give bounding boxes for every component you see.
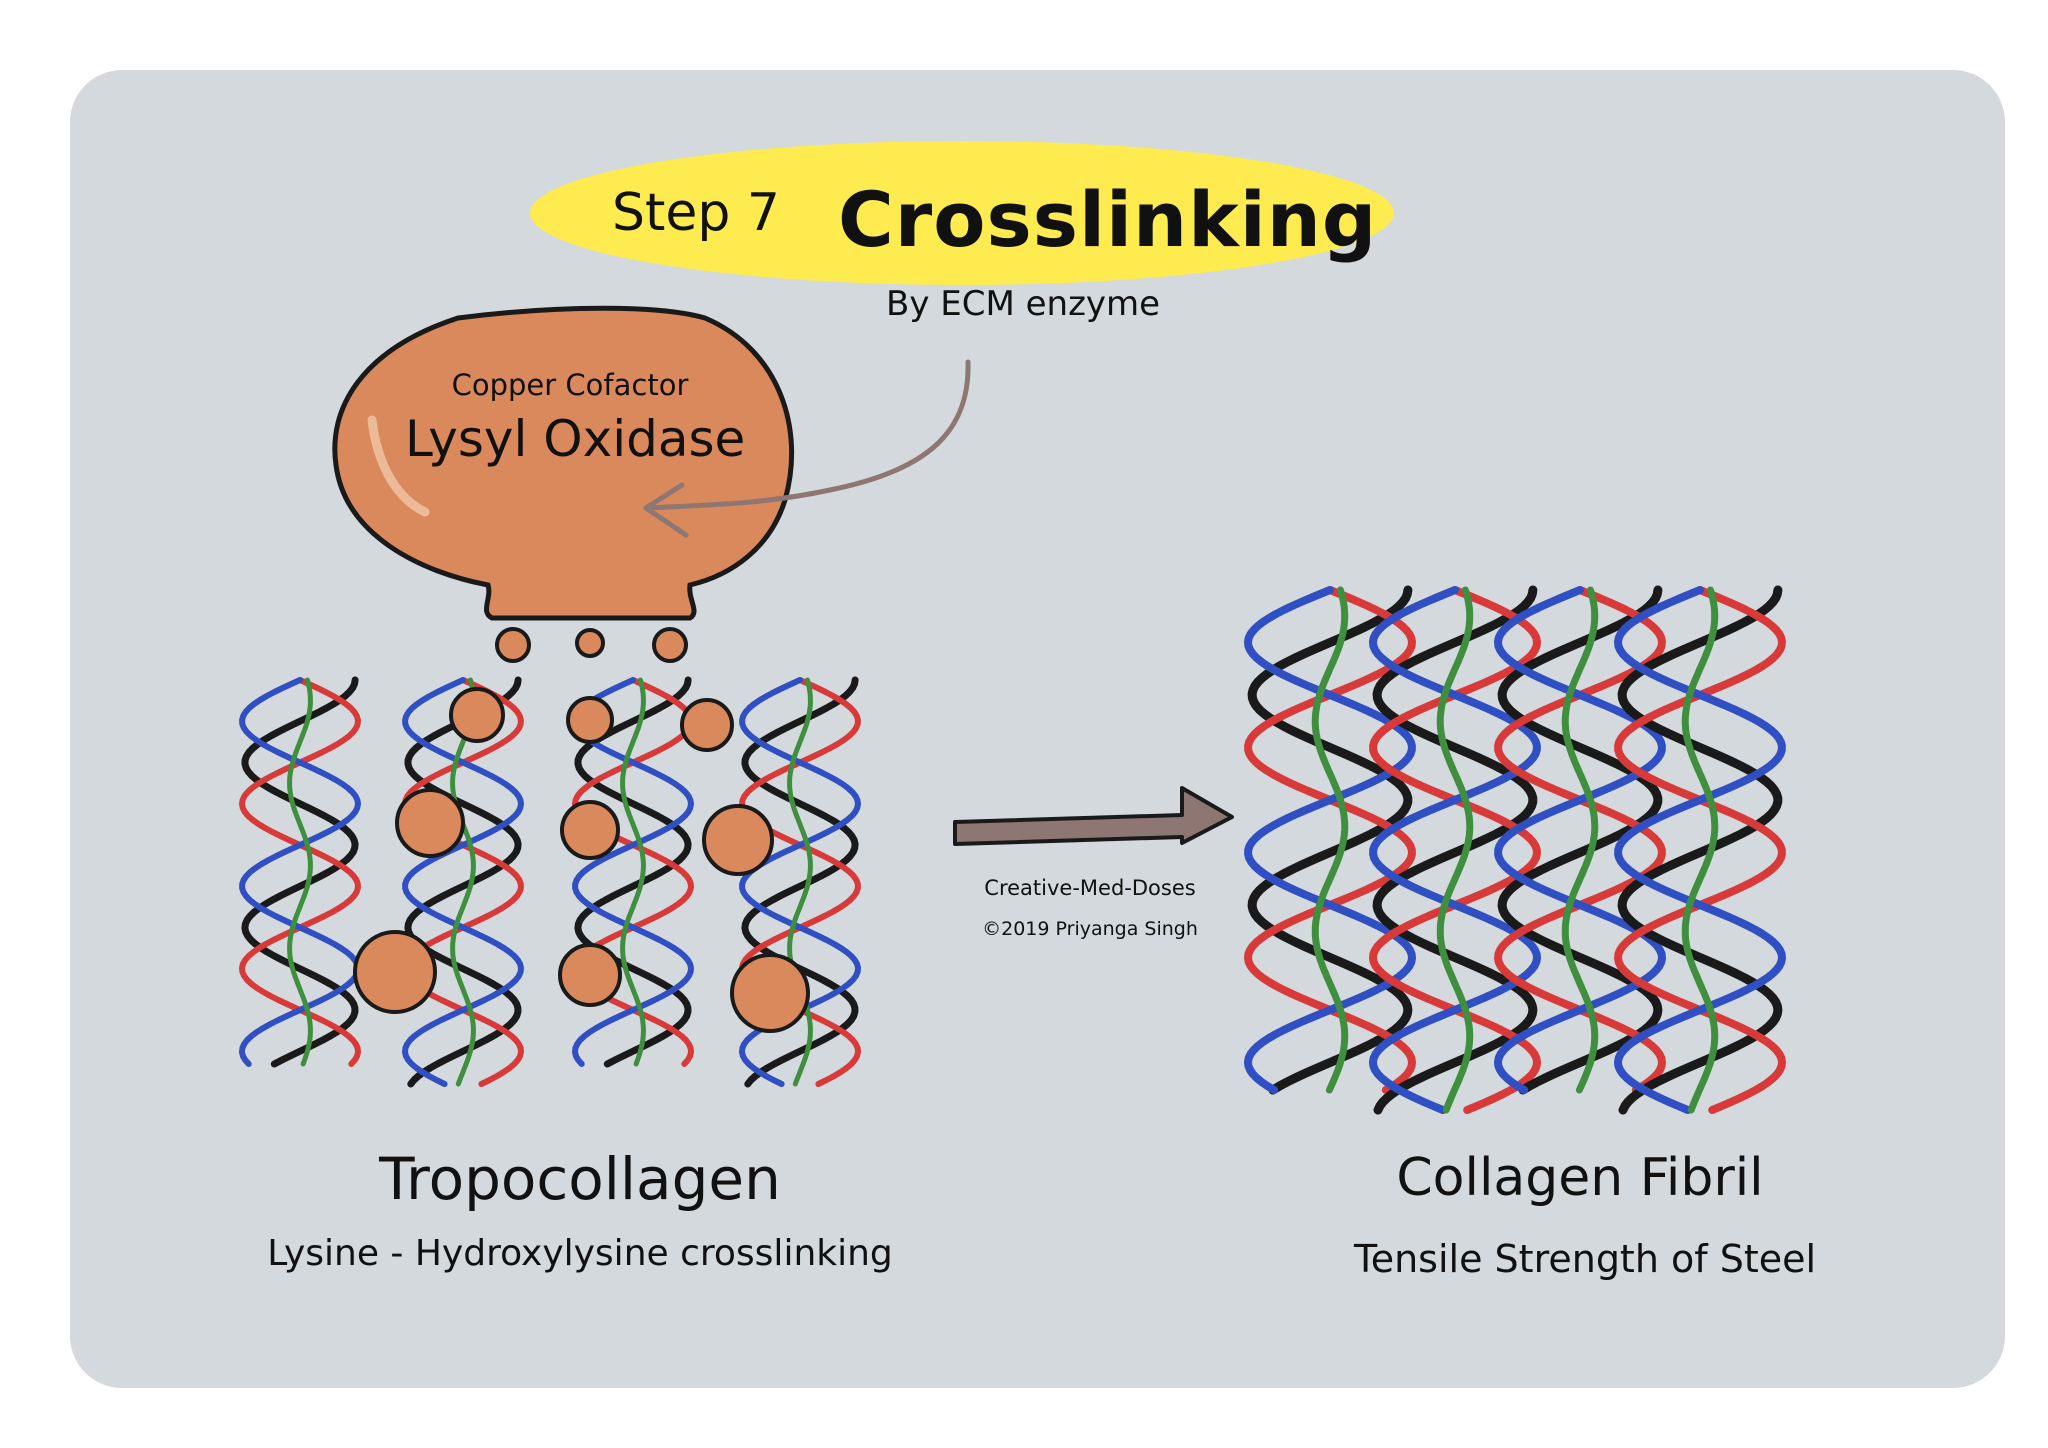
strand-outline (1372, 585, 1538, 1115)
strand-outline (1497, 585, 1663, 1095)
enzyme-droplet (575, 628, 605, 658)
triple-helix (1614, 585, 1786, 1115)
tropocollagen-subtitle: Lysine - Hydroxylysine crosslinking (267, 1233, 893, 1274)
page-title: Crosslinking (838, 175, 1378, 264)
enzyme-droplet (395, 788, 465, 858)
enzyme-droplet (652, 627, 688, 663)
enzyme-droplet (680, 698, 734, 752)
pointer-arrow-head (643, 482, 689, 538)
cofactor-label: Copper Cofactor (451, 368, 689, 402)
enzyme-droplets (353, 627, 810, 1033)
strand-red (1614, 586, 1786, 1114)
strand-blue (1369, 586, 1541, 1114)
strand-blue (1614, 586, 1786, 1114)
enzyme-droplet (702, 804, 774, 876)
collagen-fibril-helices (1244, 585, 1786, 1115)
process-arrow (953, 786, 1234, 846)
tropocollagen-title: Tropocollagen (379, 1145, 781, 1213)
strand-green (1681, 586, 1719, 1114)
triple-helix (402, 676, 524, 1088)
strand-red (739, 677, 861, 1087)
triple-helix (1244, 585, 1416, 1095)
enzyme-droplet (495, 627, 531, 663)
strand-red (239, 677, 361, 1067)
pointer-arrow (645, 359, 971, 511)
strand-green (1311, 586, 1349, 1094)
strand-blue (572, 677, 694, 1067)
collagen-fibril-subtitle: Tensile Strength of Steel (1353, 1237, 1817, 1281)
enzyme-pot (332, 305, 794, 621)
triple-helix (572, 676, 694, 1068)
strand-red (1244, 586, 1416, 1094)
enzyme-droplet (730, 953, 810, 1033)
enzyme-droplet (566, 696, 614, 744)
pot-shine (367, 415, 430, 517)
strand-outline (1247, 585, 1413, 1095)
strand-green (620, 677, 646, 1067)
enzyme-droplet (558, 943, 622, 1007)
strand-green (787, 677, 813, 1087)
triple-helix (1369, 585, 1541, 1115)
strand-green (1436, 586, 1474, 1114)
copyright-notice: ©2019 Priyanga Singh (982, 918, 1198, 940)
strand-outline (1617, 585, 1783, 1115)
strand-red (402, 677, 524, 1087)
collagen-fibril-title: Collagen Fibril (1396, 1148, 1764, 1208)
strand-red (1369, 586, 1541, 1114)
enzyme-droplet (560, 800, 620, 860)
step-label: Step 7 (612, 183, 781, 243)
strand-green (450, 677, 476, 1087)
strand-blue (239, 677, 361, 1067)
enzyme-name: Lysyl Oxidase (405, 410, 746, 468)
strand-green (1561, 586, 1599, 1094)
brand-credit: Creative-Med-Doses (984, 876, 1196, 900)
tropocollagen-helices (239, 676, 861, 1088)
strand-red (572, 677, 694, 1067)
strand-red (1494, 586, 1666, 1094)
triple-helix (239, 676, 361, 1068)
triple-helix (1494, 585, 1666, 1095)
enzyme-subtitle: By ECM enzyme (886, 284, 1161, 324)
enzyme-droplet (449, 687, 505, 743)
strand-blue (402, 677, 524, 1087)
title-highlight (530, 141, 1394, 285)
strand-green (287, 677, 313, 1067)
enzyme-droplet (353, 930, 437, 1014)
